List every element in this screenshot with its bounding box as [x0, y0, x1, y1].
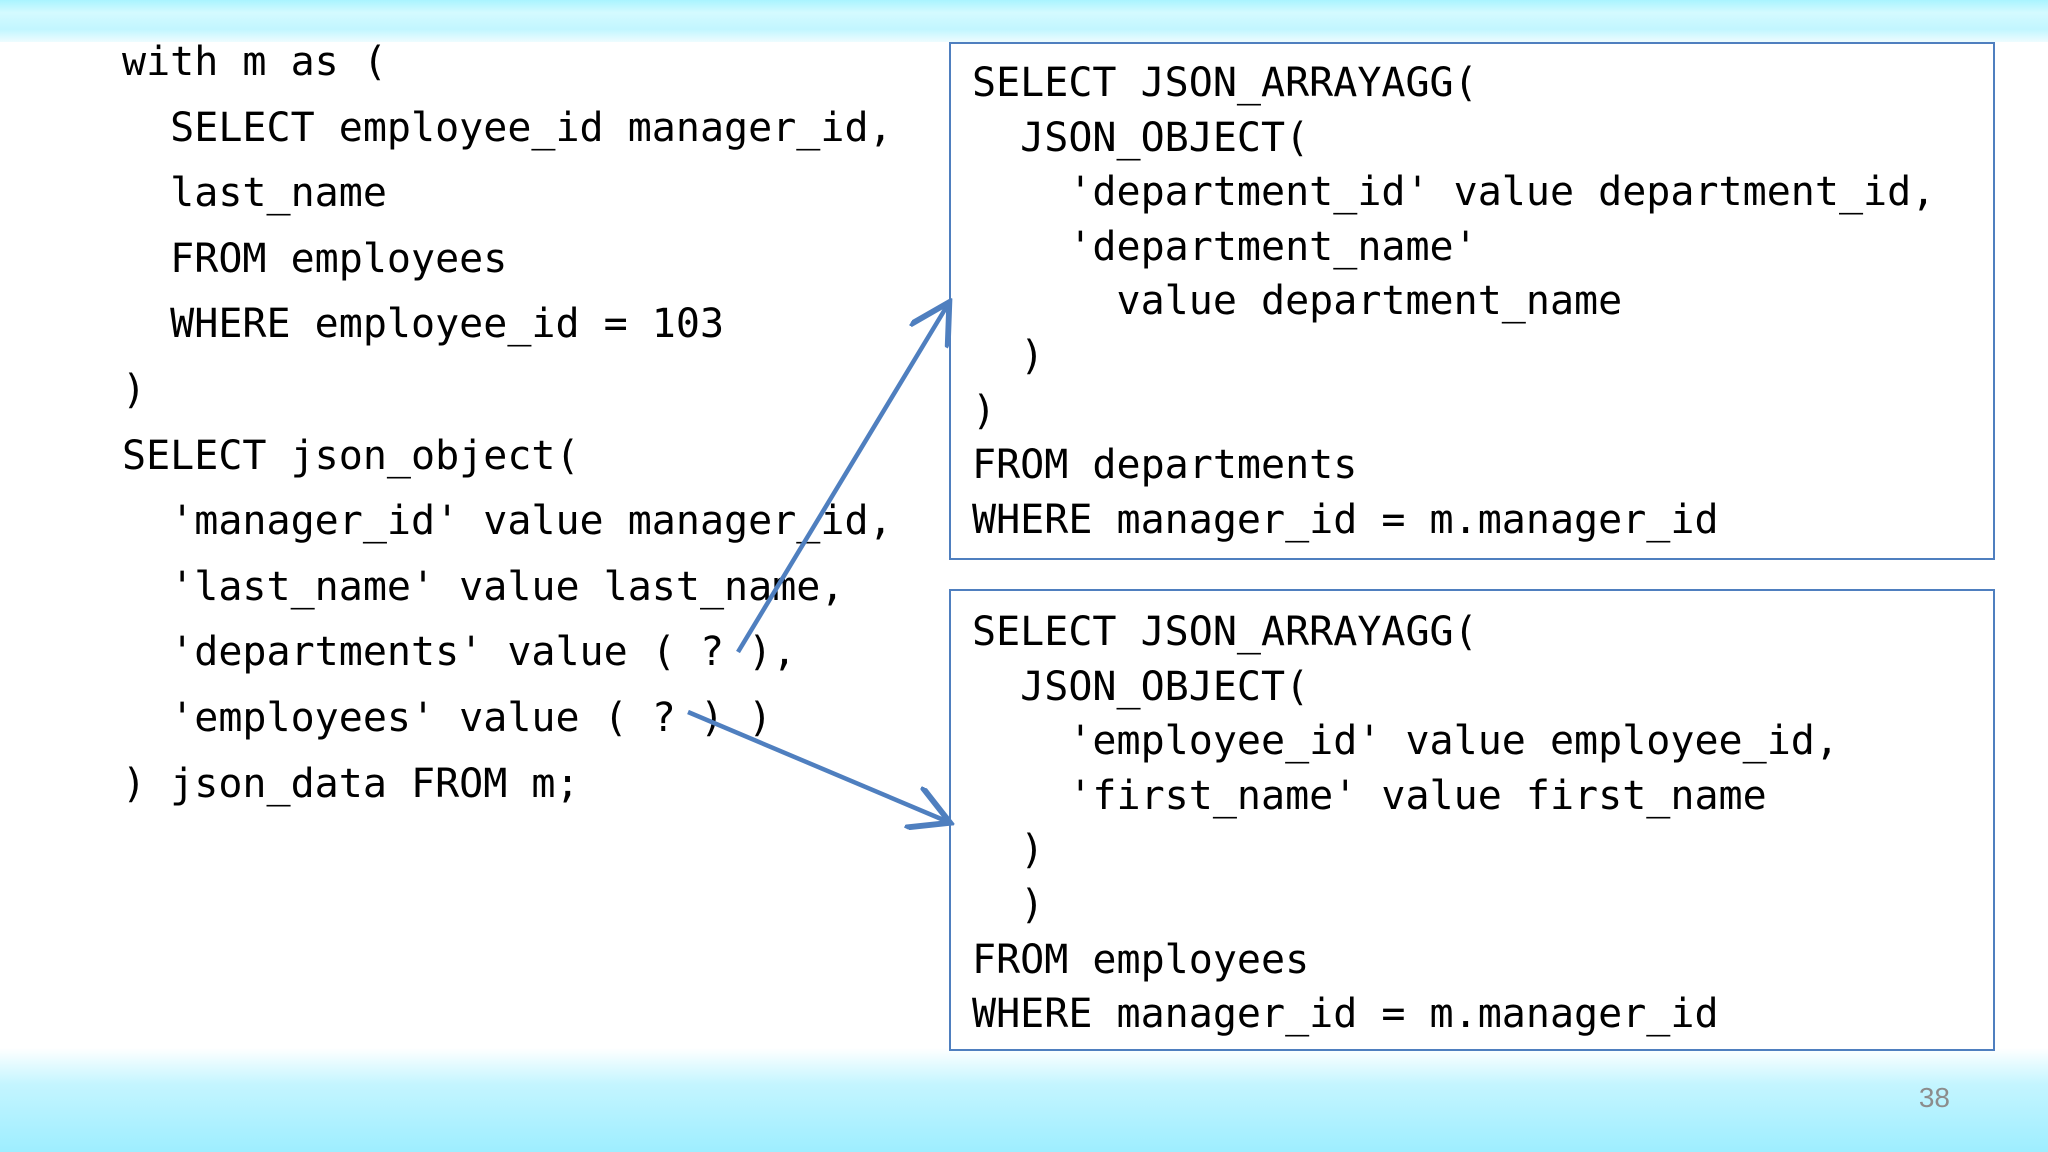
code-line: JSON_OBJECT( [972, 114, 1310, 161]
code-line: JSON_OBJECT( [972, 663, 1310, 710]
code-line: ) [972, 827, 1045, 874]
departments-subquery-box: SELECT JSON_ARRAYAGG( JSON_OBJECT( 'depa… [949, 42, 1995, 560]
code-line: 'department_id' value department_id, [972, 169, 1936, 216]
bottom-decorative-band [0, 1048, 2048, 1152]
code-line: last_name [122, 170, 387, 217]
code-line: WHERE employee_id = 103 [122, 301, 725, 348]
top-decorative-band [0, 0, 2048, 42]
code-line: with m as ( [122, 39, 387, 85]
code-line: FROM employees [972, 936, 1310, 983]
code-line: 'last_name' value last_name, [122, 563, 845, 610]
code-line: 'manager_id' value manager_id, [122, 498, 893, 545]
code-line: ) [972, 332, 1045, 379]
code-line: ) json_data FROM m; [122, 760, 580, 807]
code-line: value department_name [972, 278, 1623, 325]
code-line: SELECT json_object( [122, 432, 580, 479]
code-line: 'first_name' value first_name [972, 772, 1767, 819]
code-line: SELECT JSON_ARRAYAGG( [972, 60, 1478, 106]
code-line: WHERE manager_id = m.manager_id [972, 496, 1719, 543]
code-line: SELECT JSON_ARRAYAGG( [972, 609, 1478, 655]
code-line: 'employees' value ( ? ) ) [122, 694, 773, 741]
code-line: ) [972, 387, 997, 434]
code-line: 'departments' value ( ? ), [122, 629, 797, 676]
slide-number: 38 [1918, 1082, 1950, 1113]
code-line: FROM employees [122, 235, 508, 282]
code-line: 'employee_id' value employee_id, [972, 718, 1839, 765]
departments-subquery-code: SELECT JSON_ARRAYAGG( JSON_OBJECT( 'depa… [972, 56, 1935, 547]
employees-subquery-box: SELECT JSON_ARRAYAGG( JSON_OBJECT( 'empl… [949, 589, 1995, 1051]
code-line: SELECT employee_id manager_id, [122, 104, 893, 151]
code-line: ) [122, 366, 147, 413]
code-line: WHERE manager_id = m.manager_id [972, 991, 1719, 1038]
employees-subquery-code: SELECT JSON_ARRAYAGG( JSON_OBJECT( 'empl… [972, 605, 1839, 1042]
code-line: 'department_name' [972, 223, 1478, 270]
code-line: FROM departments [972, 442, 1358, 489]
code-line: ) [972, 881, 1045, 928]
main-sql-query: with m as ( SELECT employee_id manager_i… [122, 30, 893, 817]
